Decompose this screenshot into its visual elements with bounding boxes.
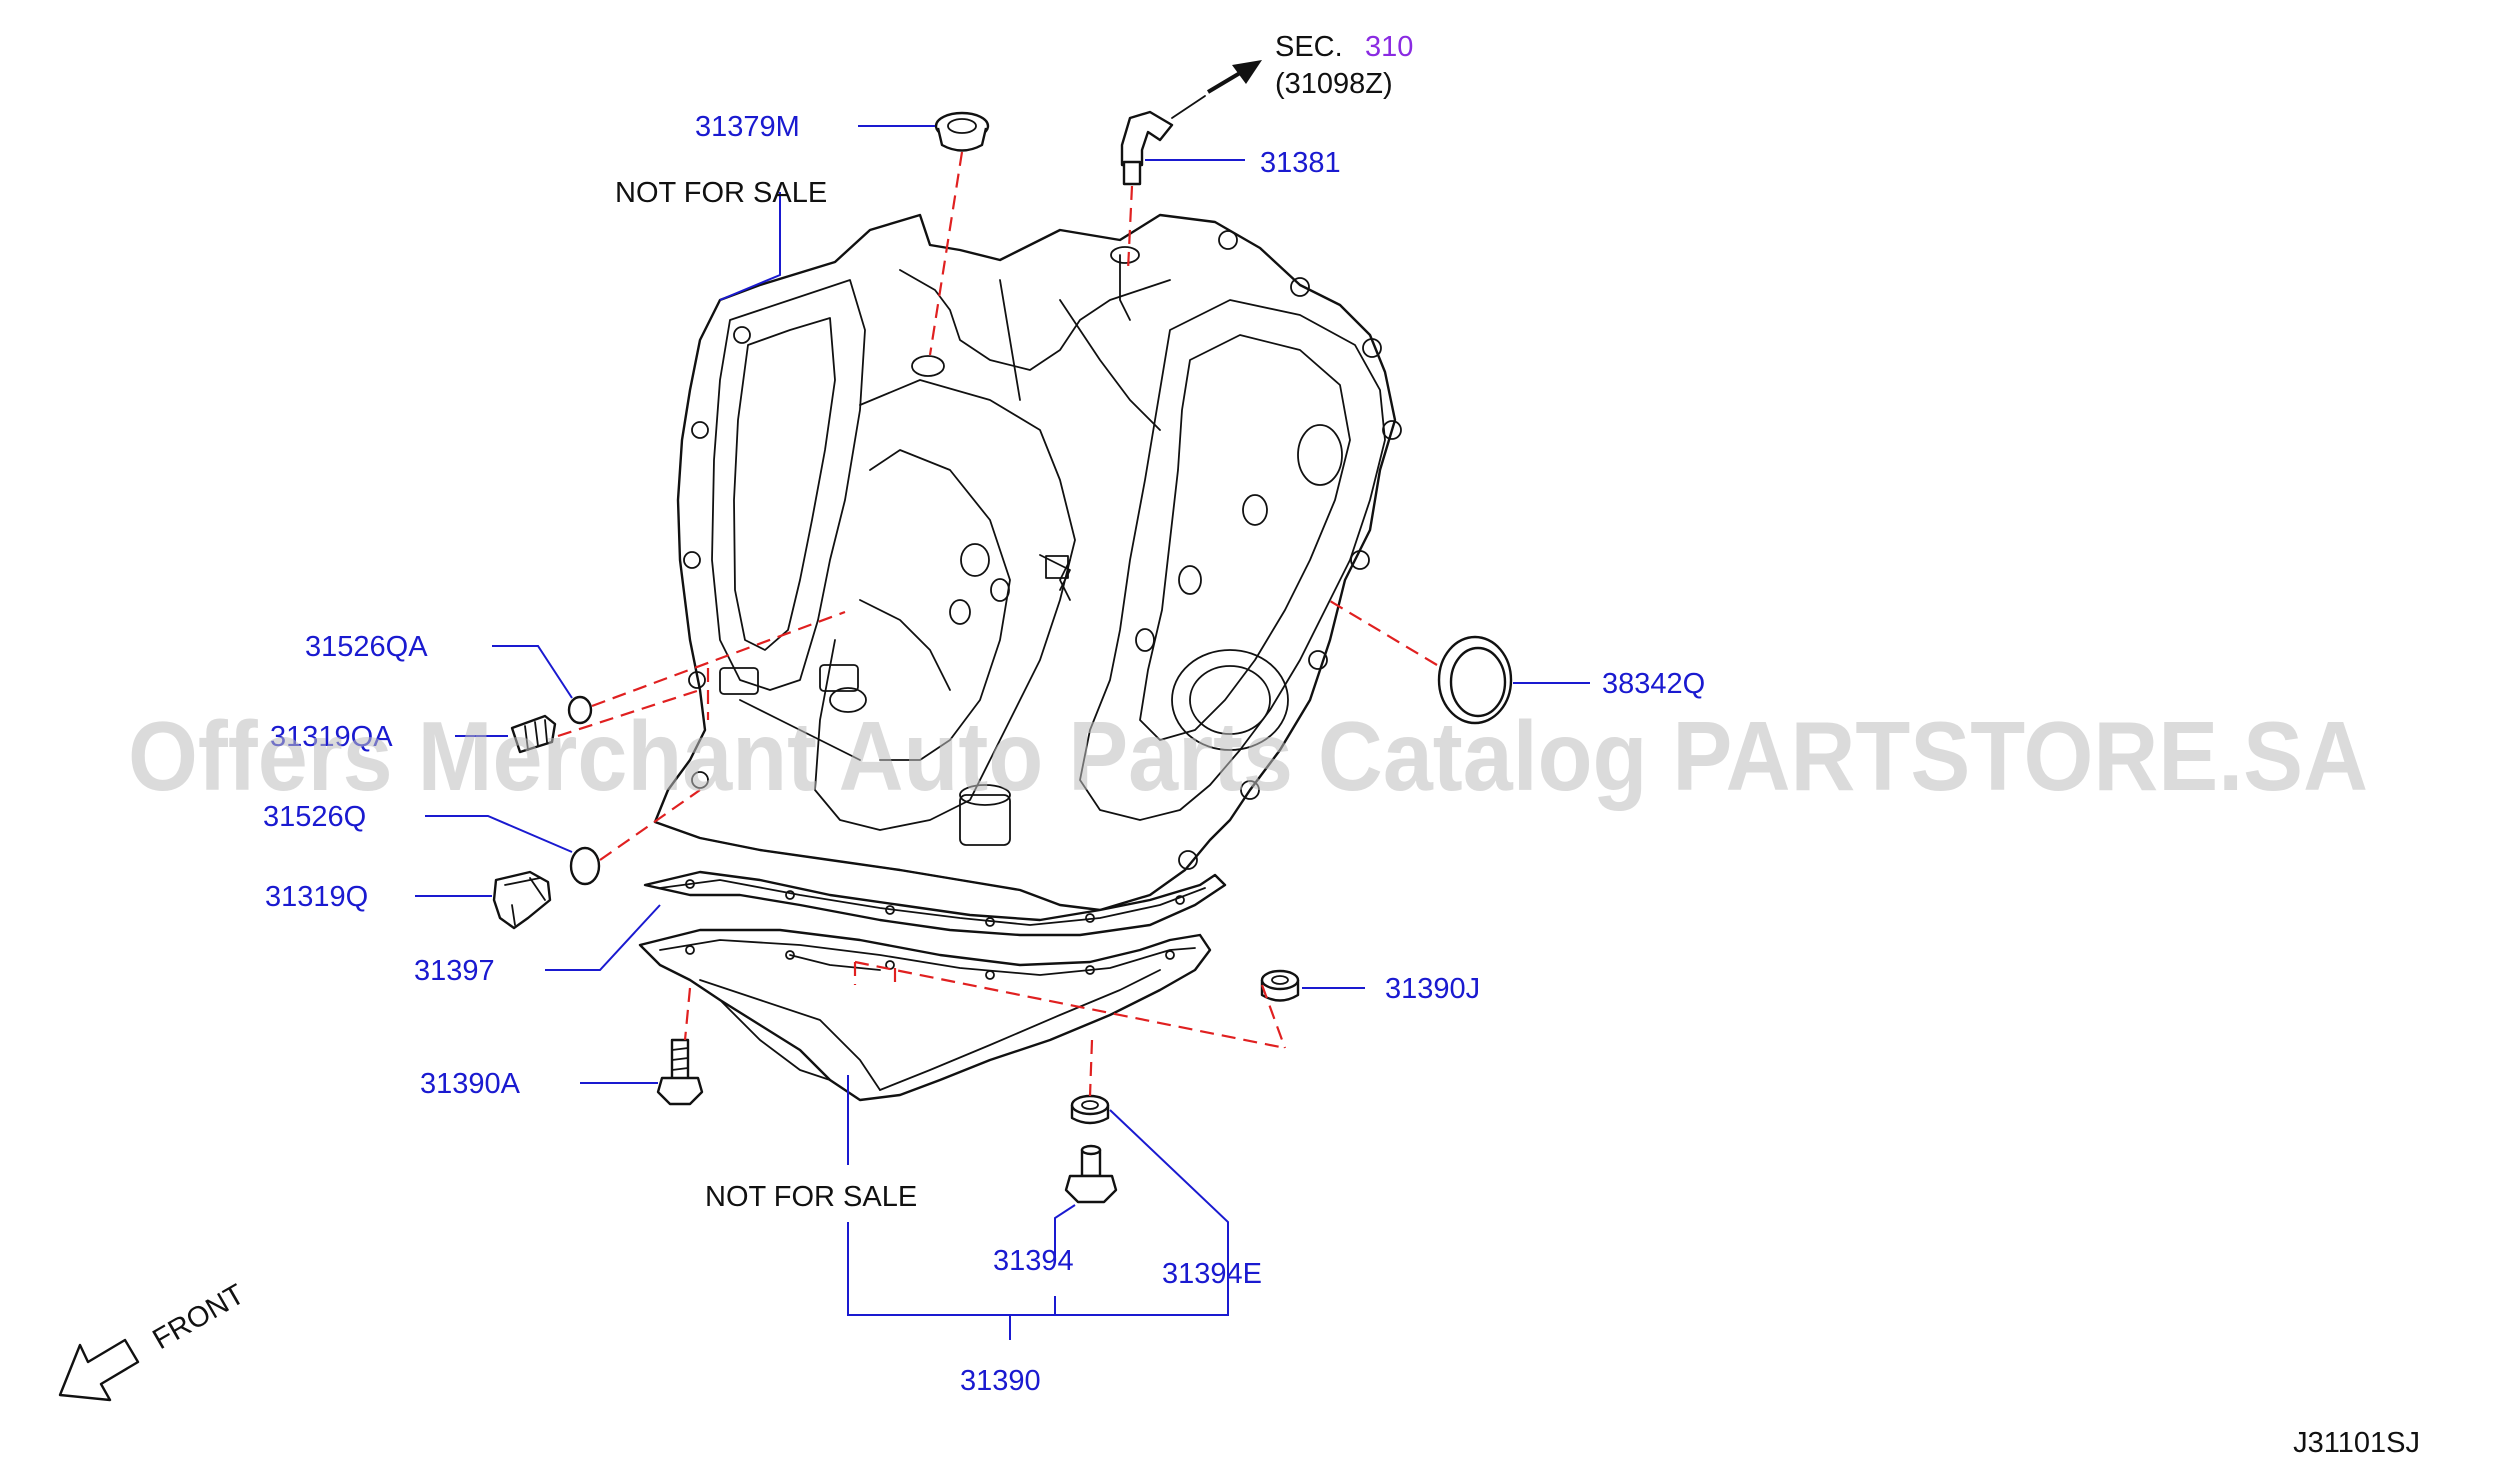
part-31390A[interactable]: 31390A — [420, 1068, 521, 1100]
o-ring-31526QA — [567, 695, 593, 725]
drain-bolt-31394 — [1064, 1144, 1118, 1204]
part-31394E[interactable]: 31394E — [1162, 1258, 1262, 1290]
drain-plug-31319Q — [492, 870, 552, 930]
part-31394[interactable]: 31394 — [993, 1245, 1074, 1277]
front-arrow — [58, 1338, 140, 1402]
part-31319QA[interactable]: 31319QA — [270, 721, 393, 753]
breather-hose-31381 — [1120, 95, 1206, 186]
part-31390[interactable]: 31390 — [960, 1365, 1041, 1397]
oil-pan — [638, 928, 1212, 1102]
part-31526Q[interactable]: 31526Q — [263, 801, 366, 833]
diagram-code: J31101SJ — [2293, 1427, 2420, 1459]
part-31379M[interactable]: 31379M — [695, 111, 800, 143]
not-for-sale-bottom: NOT FOR SALE — [705, 1181, 917, 1213]
o-ring-31526Q — [569, 846, 601, 886]
phantom-lines — [557, 151, 1438, 1097]
pan-gasket — [643, 870, 1227, 937]
transmission-case — [653, 213, 1402, 912]
not-for-sale-top: NOT FOR SALE — [615, 177, 827, 209]
plug-31319QA — [510, 714, 557, 754]
part-31526QA[interactable]: 31526QA — [305, 631, 428, 663]
part-38342Q[interactable]: 38342Q — [1602, 668, 1705, 700]
section-number[interactable]: 310 — [1365, 31, 1413, 63]
bolt-31390A — [656, 1038, 704, 1106]
front-label: FRONT — [148, 1278, 251, 1356]
section-arrow — [1206, 60, 1262, 94]
plug-cap-31379M — [934, 111, 990, 152]
section-prefix: SEC. — [1275, 31, 1343, 63]
oil-seal-38342Q — [1437, 635, 1513, 725]
part-31397[interactable]: 31397 — [414, 955, 495, 987]
section-sub: (31098Z) — [1275, 68, 1393, 100]
part-31381[interactable]: 31381 — [1260, 147, 1341, 179]
grommet-31390J — [1260, 969, 1300, 1002]
part-31390J[interactable]: 31390J — [1385, 973, 1480, 1005]
washer-31394E — [1070, 1094, 1110, 1125]
labels: SEC. 310 (31098Z) 31379M 31381 NOT FOR S… — [148, 31, 2421, 1459]
part-31319Q[interactable]: 31319Q — [265, 881, 368, 913]
watermark: Offers Merchant Auto Parts Catalog PARTS… — [128, 701, 2368, 811]
leader-lines — [415, 125, 1590, 1340]
